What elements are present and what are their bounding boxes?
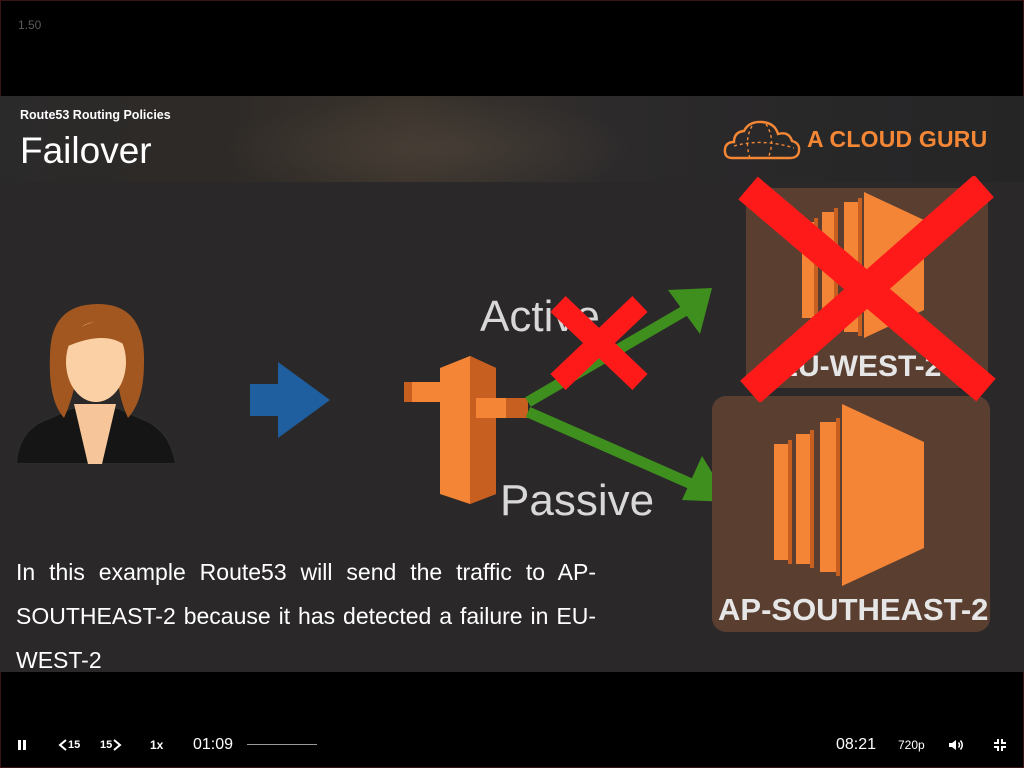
pause-button[interactable]	[12, 734, 32, 756]
quality-button[interactable]: 720p	[898, 738, 925, 752]
rewind-15-icon	[58, 739, 67, 751]
rewind-15-label: 15	[68, 739, 81, 751]
traffic-arrow-icon	[250, 362, 330, 438]
secondary-region-label: AP-SOUTHEAST-2	[718, 592, 989, 627]
slide-title: Failover	[20, 130, 152, 171]
passive-label: Passive	[500, 476, 655, 525]
slide-caption: In this example Route53 will send the tr…	[16, 559, 596, 672]
player-control-bar: 15 15 1x 01:09 08:21 720p	[0, 724, 1024, 768]
current-time: 01:09	[193, 736, 234, 753]
region-ap-southeast-2: AP-SOUTHEAST-2	[712, 396, 990, 632]
volume-icon	[949, 740, 963, 750]
forward-15-button[interactable]: 15	[100, 734, 122, 756]
speed-readout: 1.50	[18, 18, 42, 32]
duration: 08:21	[836, 736, 877, 753]
rewind-15-button[interactable]: 15	[58, 734, 80, 756]
exit-fullscreen-button[interactable]	[990, 734, 1010, 756]
slide-header: Route53 Routing Policies Failover A CLOU…	[0, 96, 1024, 182]
failure-x-icon	[550, 296, 648, 390]
exit-fullscreen-icon	[994, 739, 1006, 751]
route53-icon	[404, 356, 528, 504]
cloud-logo-icon	[723, 120, 801, 160]
slide-subtitle: Route53 Routing Policies	[20, 108, 171, 122]
brand-logo: A CLOUD GURU	[722, 118, 1002, 162]
progress-bar[interactable]	[247, 744, 317, 745]
failure-x-icon	[738, 176, 996, 402]
volume-button[interactable]	[946, 734, 966, 756]
forward-15-icon	[113, 739, 122, 751]
playback-rate-button[interactable]: 1x	[150, 738, 164, 752]
forward-15-label: 15	[100, 739, 113, 751]
user-avatar-icon	[14, 304, 178, 465]
pause-icon	[18, 740, 26, 750]
ec2-instance-icon	[774, 404, 924, 586]
brand-name: A CLOUD GURU	[807, 126, 988, 152]
video-slide[interactable]: Route53 Routing Policies Failover A CLOU…	[0, 96, 1024, 672]
